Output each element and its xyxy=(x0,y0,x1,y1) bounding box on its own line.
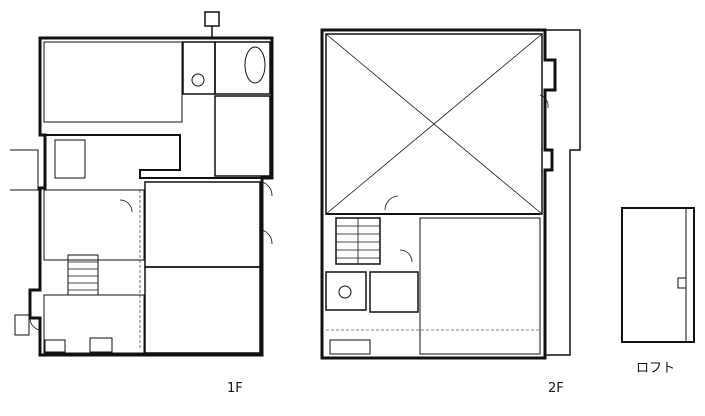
loft-plan xyxy=(621,207,695,343)
first-floor-room-bottom-left xyxy=(43,294,145,354)
first-floor-fixture xyxy=(89,337,113,353)
second-floor-balcony xyxy=(545,29,581,356)
door-swing xyxy=(261,181,273,197)
second-floor-outer-wall xyxy=(320,28,557,360)
door-swing xyxy=(399,249,413,263)
door-swing xyxy=(29,317,41,331)
first-floor-room-living xyxy=(43,41,183,123)
loft-hatch xyxy=(677,277,687,289)
second-floor-plan xyxy=(320,28,581,360)
second-floor-closet xyxy=(369,271,419,313)
first-floor-room-western-a xyxy=(144,181,261,268)
door-swing xyxy=(384,195,399,211)
first-floor-plan xyxy=(10,11,274,357)
first-floor-hall-wall xyxy=(45,134,272,179)
second-floor-toilet xyxy=(325,271,367,311)
first-floor-sink xyxy=(44,339,66,353)
loft-outline xyxy=(621,207,695,343)
second-floor-vanity xyxy=(329,339,371,355)
first-floor-closet xyxy=(214,95,271,177)
second-floor-label: 2F xyxy=(548,381,564,396)
first-floor-stair-treads xyxy=(68,261,98,291)
second-floor-bedroom xyxy=(419,217,541,355)
first-floor-bathroom xyxy=(214,41,271,95)
toilet-symbol xyxy=(191,73,205,87)
first-floor-label: 1F xyxy=(227,381,243,396)
first-floor-outdoor-unit xyxy=(14,314,30,336)
door-swing xyxy=(119,199,133,213)
second-floor-stair-treads xyxy=(336,218,380,264)
door-swing xyxy=(539,94,549,109)
first-floor-entry xyxy=(54,139,86,179)
open-ceiling-diagonal xyxy=(325,33,543,215)
first-floor-room-left xyxy=(43,189,145,261)
first-floor-porch xyxy=(10,149,39,191)
first-floor-stairs xyxy=(67,254,99,296)
door-swing xyxy=(261,229,273,245)
first-floor-room-western-b xyxy=(144,266,261,354)
toilet-symbol xyxy=(338,285,352,299)
loft-label: ロフト xyxy=(636,361,675,376)
first-floor-outer-wall xyxy=(28,36,274,357)
first-floor-vent-box xyxy=(204,11,220,27)
first-floor-washroom xyxy=(182,41,216,95)
bathtub xyxy=(244,46,266,84)
